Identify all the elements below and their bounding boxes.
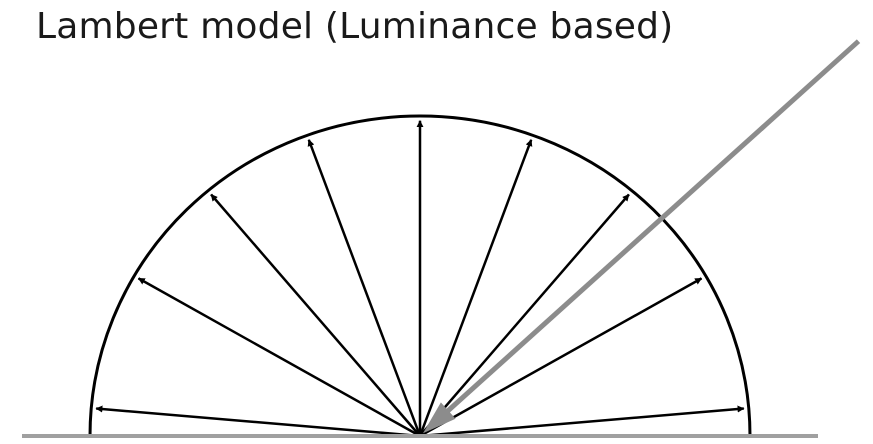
reflected-ray-arrow-6 [307,139,422,437]
incident-ray-arrowhead [423,402,456,434]
reflected-ray-arrow-4 [418,139,533,437]
reflected-ray-arrow-3 [419,193,630,437]
reflected-ray-arrow-2 [419,277,703,438]
reflected-ray-arrow-9 [95,405,421,438]
incident-light-ray [428,39,861,429]
slide-title: Lambert model (Luminance based) [36,6,674,47]
hemisphere-outline [88,114,752,437]
diagram-layer [22,39,861,438]
reflected-ray-arrow-8 [137,277,421,438]
reflected-ray-arrow-7 [210,193,421,437]
reflected-ray-arrow-1 [419,405,745,438]
